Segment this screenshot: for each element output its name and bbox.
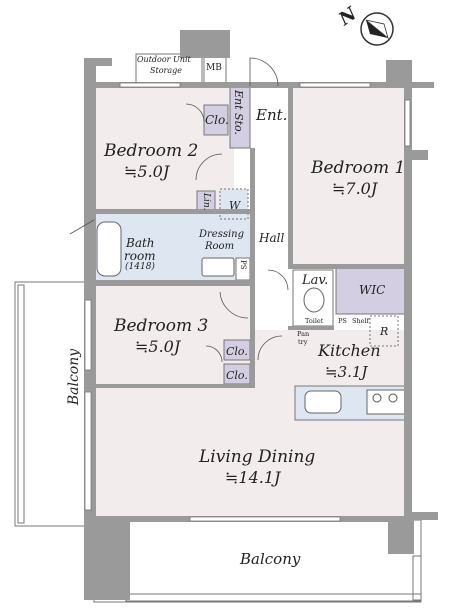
pantry-label-1: Pan: [297, 330, 310, 338]
balcony-south: [93, 519, 422, 603]
lavatory-label: Lav.: [302, 273, 329, 288]
bedroom-1-label: Bedroom 1: [311, 158, 406, 178]
toilet-label: Toilet: [305, 317, 324, 325]
closet-label-3: Clo.: [226, 369, 248, 382]
dressing-label: Dressing: [199, 229, 245, 240]
washer-label: W: [229, 199, 241, 212]
bedroom-2-area-label: ≒5.0J: [124, 162, 170, 181]
bath-label: Bath: [126, 236, 155, 250]
bedroom-3-area-label: ≒5.0J: [135, 337, 181, 356]
bedroom-2-label: Bedroom 2: [104, 141, 199, 161]
bedroom-1-area-label: ≒7.0J: [332, 179, 378, 198]
bedroom-3-label: Bedroom 3: [114, 316, 209, 336]
kitchen-area: [291, 330, 410, 388]
entrance-storage-label: Ent Sto.: [232, 90, 245, 135]
kitchen-label: Kitchen: [318, 341, 381, 360]
kitchen-area-label: ≒3.1J: [325, 363, 368, 381]
ps-small-label: PS: [338, 317, 347, 325]
entrance-label: Ent.: [256, 106, 288, 124]
storage-label: Storage: [150, 66, 182, 75]
dressing-room-label: Room: [205, 241, 235, 252]
refrigerator-label: R: [380, 325, 389, 338]
bedroom-1-area: [291, 86, 410, 264]
closet-label-2: Clo.: [226, 345, 248, 358]
balcony-west: [14, 281, 92, 527]
living-dining-area: [94, 330, 410, 518]
living-dining-label: Living Dining: [199, 447, 316, 467]
pantry-label-2: try: [298, 338, 308, 346]
north-compass-icon: [360, 12, 394, 46]
mb-label: MB: [206, 63, 222, 73]
outdoor-unit-label: Outdoor Unit: [137, 55, 191, 64]
living-dining-area-label: ≒14.1J: [225, 468, 281, 487]
linen-label: Lin.: [201, 193, 211, 211]
ps-label: PS: [239, 260, 247, 270]
bath-size-label: (1418): [125, 262, 155, 272]
balcony-south-label: Balcony: [240, 550, 301, 568]
wic-label: WIC: [359, 283, 386, 297]
hall-label: Hall: [259, 231, 285, 245]
closet-label-1: Clo.: [205, 113, 229, 127]
shelf-label: Shelf: [352, 317, 369, 325]
balcony-west-label: Balcony: [66, 348, 83, 406]
bath-room-label: room: [124, 249, 156, 263]
